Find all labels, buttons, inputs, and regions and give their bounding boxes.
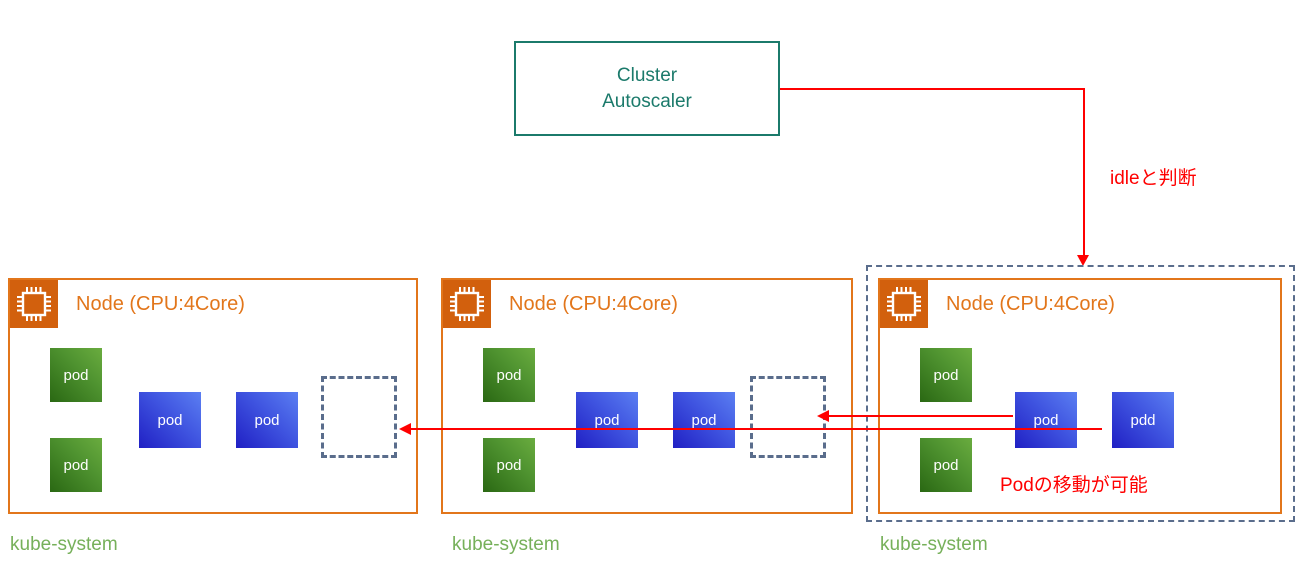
pod-label: pdd [1130,411,1156,429]
cpu-chip-icon [10,280,58,328]
namespace-label-3: kube-system [880,534,988,555]
pod-label: pod [63,366,89,384]
pod-label: pod [594,411,620,429]
namespace-label-1: kube-system [10,534,118,555]
node-box-1[interactable]: Node (CPU:4Core) pod pod pod pod [8,278,418,514]
pod-move-annotation: Podの移動が可能 [1000,475,1148,496]
node-title-1: Node (CPU:4Core) [76,292,245,315]
pod-2-2[interactable]: pod [483,438,535,492]
pod-2-3[interactable]: pod [576,392,638,448]
pod-2-4[interactable]: pod [673,392,735,448]
pod-3-4[interactable]: pdd [1112,392,1174,448]
pod-empty-slot-2-1 [750,376,826,458]
pod-label: pod [254,411,280,429]
idle-node-highlight [866,265,1295,522]
autoscaler-connector-vertical [1083,88,1085,256]
namespace-label-2: kube-system [452,534,560,555]
autoscaler-connector-horizontal [780,88,1084,90]
pod-migration-arrowhead-node2 [817,410,829,422]
cpu-chip-icon [443,280,491,328]
pod-label: pod [1033,411,1059,429]
node-header-2: Node (CPU:4Core) [443,280,678,328]
pod-1-3[interactable]: pod [139,392,201,448]
pod-label: pod [63,456,89,474]
cluster-autoscaler-box: Cluster Autoscaler [514,41,780,136]
pod-label: pod [157,411,183,429]
pod-1-1[interactable]: pod [50,348,102,402]
pod-empty-slot-1-1 [321,376,397,458]
cpu-chip-icon [880,280,928,328]
pod-1-4[interactable]: pod [236,392,298,448]
node-title-3: Node (CPU:4Core) [946,292,1115,315]
pod-migration-arrowhead-node1 [399,423,411,435]
pod-1-2[interactable]: pod [50,438,102,492]
pod-label: pod [691,411,717,429]
pod-label: pod [933,366,959,384]
node-header-1: Node (CPU:4Core) [10,280,245,328]
idle-annotation: idleと判断 [1110,168,1197,189]
pod-3-3[interactable]: pod [1015,392,1077,448]
pod-label: pod [496,456,522,474]
node-box-2[interactable]: Node (CPU:4Core) pod pod pod pod [441,278,853,514]
node-title-2: Node (CPU:4Core) [509,292,678,315]
node-box-3[interactable]: Node (CPU:4Core) pod pod pod pdd Podの移動が… [878,278,1282,514]
autoscaler-connector-arrowhead [1077,255,1089,266]
cluster-autoscaler-label: Cluster Autoscaler [602,64,692,112]
pod-migration-line-to-node1 [408,428,1102,430]
pod-label: pod [496,366,522,384]
pod-3-2[interactable]: pod [920,438,972,492]
pod-2-1[interactable]: pod [483,348,535,402]
pod-label: pod [933,456,959,474]
pod-migration-line-to-node2 [828,415,1013,417]
pod-3-1[interactable]: pod [920,348,972,402]
node-header-3: Node (CPU:4Core) [880,280,1115,328]
